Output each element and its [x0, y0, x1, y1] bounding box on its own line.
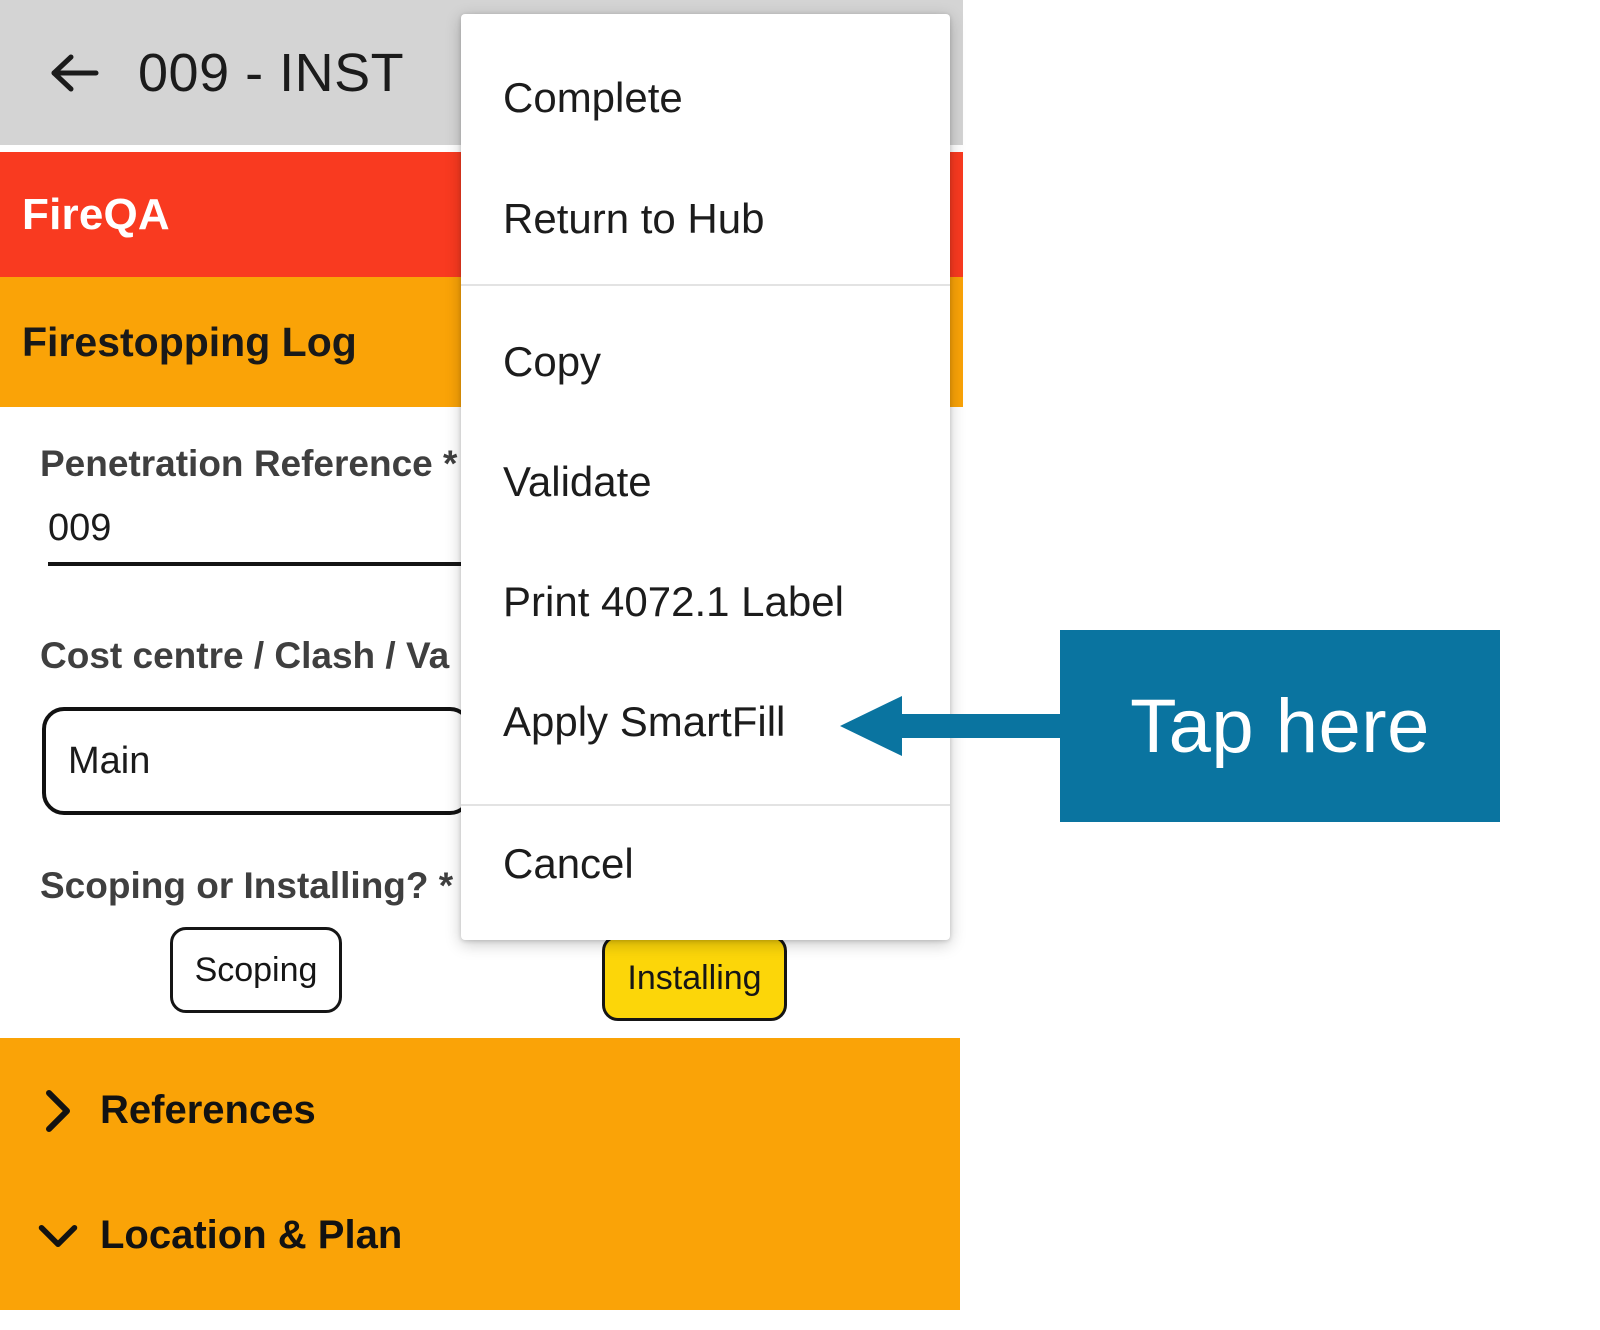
accordion-section-references[interactable]: References [0, 1048, 960, 1173]
app-bar-title: 009 - INST [138, 42, 405, 103]
penetration-reference-value: 009 [48, 507, 112, 549]
menu-item-cancel-label: Cancel [503, 840, 634, 887]
accordion-label-references: References [100, 1088, 316, 1132]
chevron-right-icon [36, 1087, 80, 1135]
section-title: Firestopping Log [22, 318, 357, 365]
menu-item-copy[interactable]: Copy [461, 310, 950, 414]
menu-item-cancel[interactable]: Cancel [461, 812, 950, 916]
menu-divider [461, 804, 950, 806]
menu-item-print-label[interactable]: Print 4072.1 Label [461, 550, 950, 654]
cost-centre-value: Main [68, 739, 151, 782]
chevron-down-icon [36, 1219, 80, 1253]
menu-item-validate[interactable]: Validate [461, 430, 950, 534]
menu-item-complete-label: Complete [503, 74, 683, 121]
menu-divider [461, 284, 950, 286]
menu-item-copy-label: Copy [503, 338, 602, 385]
scoping-installing-label: Scoping or Installing? * [40, 865, 454, 906]
penetration-reference-input[interactable]: 009 [48, 507, 468, 566]
penetration-reference-label: Penetration Reference * [40, 443, 458, 484]
arrow-left-icon[interactable] [44, 42, 106, 104]
brand-title: FireQA [22, 189, 170, 239]
menu-item-print-label-text: Print 4072.1 Label [503, 578, 844, 625]
menu-item-validate-label: Validate [503, 458, 652, 505]
menu-item-apply-smartfill[interactable]: Apply SmartFill [461, 670, 950, 774]
callout-tap-here: Tap here [1060, 630, 1500, 822]
menu-item-complete[interactable]: Complete [461, 46, 950, 150]
scoping-button[interactable]: Scoping [170, 927, 342, 1013]
accordion-group: References Location & Plan [0, 1038, 960, 1310]
accordion-label-location-plan: Location & Plan [100, 1213, 403, 1257]
scoping-button-label: Scoping [194, 950, 318, 989]
accordion-section-location-plan[interactable]: Location & Plan [0, 1173, 960, 1298]
cost-centre-label: Cost centre / Clash / Va [40, 635, 450, 676]
menu-item-return-to-hub-label: Return to Hub [503, 195, 765, 242]
options-popup-menu: Complete Return to Hub Copy Validate Pri… [461, 14, 950, 940]
installing-button-label: Installing [627, 958, 762, 997]
menu-item-return-to-hub[interactable]: Return to Hub [461, 167, 950, 271]
cost-centre-select[interactable]: Main [42, 707, 472, 815]
callout-tap-here-label: Tap here [1130, 683, 1430, 769]
installing-button[interactable]: Installing [602, 935, 787, 1021]
callout-arrow-left-icon [840, 694, 1066, 758]
menu-item-apply-smartfill-label: Apply SmartFill [503, 698, 786, 745]
scoping-installing-toggle-group: Scoping Installing [0, 927, 963, 1037]
